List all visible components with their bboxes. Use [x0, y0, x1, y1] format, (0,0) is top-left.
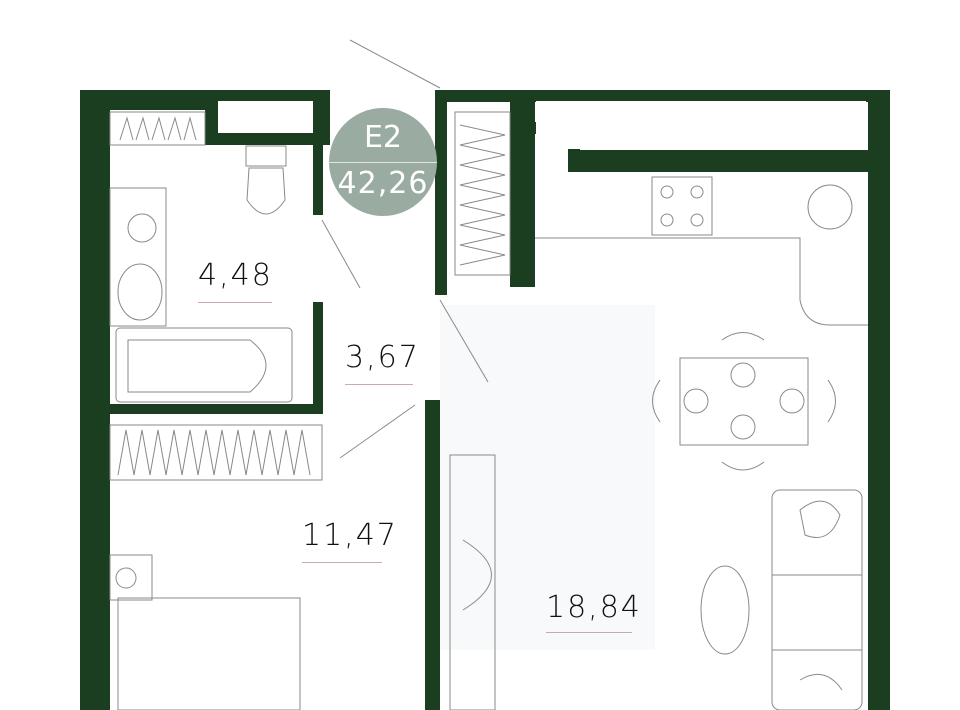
walls [80, 90, 890, 710]
bath-door [321, 219, 361, 289]
room-area-living: 18,84 [546, 590, 642, 625]
room-area-bedroom: 11,47 [302, 518, 398, 553]
underline [302, 562, 382, 563]
bedroom-door [339, 404, 416, 459]
room-area-bathroom: 4,48 [198, 258, 273, 293]
room-area-hallway: 3,67 [345, 340, 420, 375]
underline [546, 632, 632, 633]
window-kitchen [536, 101, 866, 149]
unit-total-area: 42,26 [337, 166, 429, 201]
underline [345, 384, 413, 385]
underline [198, 302, 272, 303]
badge-divider [329, 162, 437, 163]
unit-badge: E2 42,26 [329, 108, 437, 216]
living-door [439, 299, 489, 383]
window-bath [218, 101, 313, 133]
unit-code: E2 [363, 120, 403, 155]
fixtures [109, 39, 868, 710]
living-area-shade [440, 305, 655, 650]
entry-door [349, 39, 441, 89]
